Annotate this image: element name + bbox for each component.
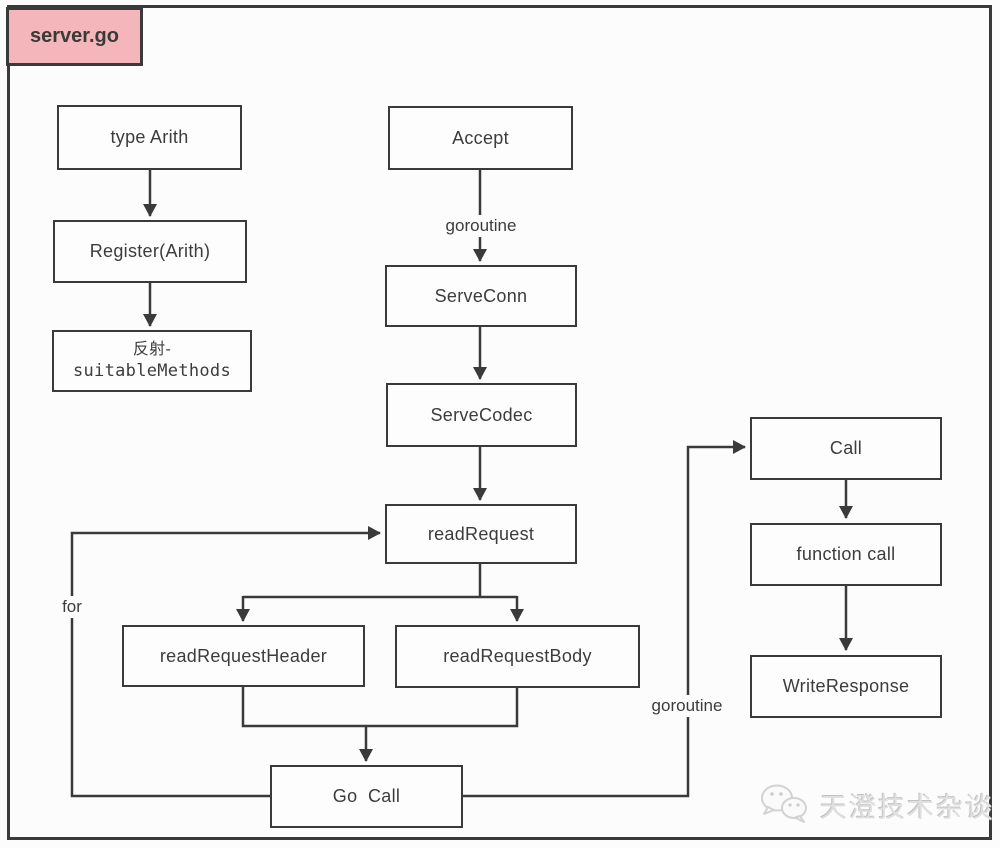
node-writeresponse-label: WriteResponse [782,676,910,697]
node-accept: Accept [388,106,573,170]
edge-label-goroutine-right: goroutine [647,695,727,717]
node-gocall: Go Call [270,765,463,828]
diagram-title: server.go [6,7,143,66]
watermark-text: 天澄技术杂谈 [820,792,994,823]
node-accept-label: Accept [452,127,509,148]
node-call-label: Call [829,438,863,459]
node-reflect-label-line2: suitableMethods [72,361,232,382]
node-readrequestheader: readRequestHeader [122,625,365,687]
node-register-arith: Register(Arith) [53,220,247,283]
edge-forloop-gocall-readrequest [70,526,381,798]
node-readrequestbody: readRequestBody [395,625,640,688]
node-functioncall: function call [750,523,942,586]
node-type-arith: type Arith [57,105,242,170]
edge-merge-lines [241,687,519,728]
edge-gocall-call [463,440,746,798]
node-gocall-label: Go Call [332,786,401,807]
wechat-chat-bubbles-icon [761,784,807,823]
node-writeresponse: WriteResponse [750,655,942,718]
diagram-outer-border [7,5,992,840]
edge-label-for: for [58,596,86,618]
node-call: Call [750,417,942,480]
node-reflect-suitable-methods: 反射- suitableMethods [52,330,252,392]
node-readrequest: readRequest [385,504,577,564]
node-readrequestbody-label: readRequestBody [443,646,592,667]
node-readrequest-label: readRequest [427,523,535,544]
node-serveconn-label: ServeConn [434,285,528,306]
node-servecodec: ServeCodec [386,383,577,447]
node-reflect-label-line1: 反射- [132,340,172,358]
node-type-arith-label: type Arith [110,127,189,148]
watermark: 天澄技术杂谈 [756,780,994,830]
node-serveconn: ServeConn [385,265,577,327]
node-readrequestheader-label: readRequestHeader [159,645,328,666]
diagram-title-label: server.go [30,25,119,47]
node-functioncall-label: function call [796,544,896,565]
edge-label-goroutine-top: goroutine [441,215,521,237]
edge-readrequest-branch [243,564,517,599]
node-register-arith-label: Register(Arith) [89,241,211,262]
node-servecodec-label: ServeCodec [430,404,533,425]
